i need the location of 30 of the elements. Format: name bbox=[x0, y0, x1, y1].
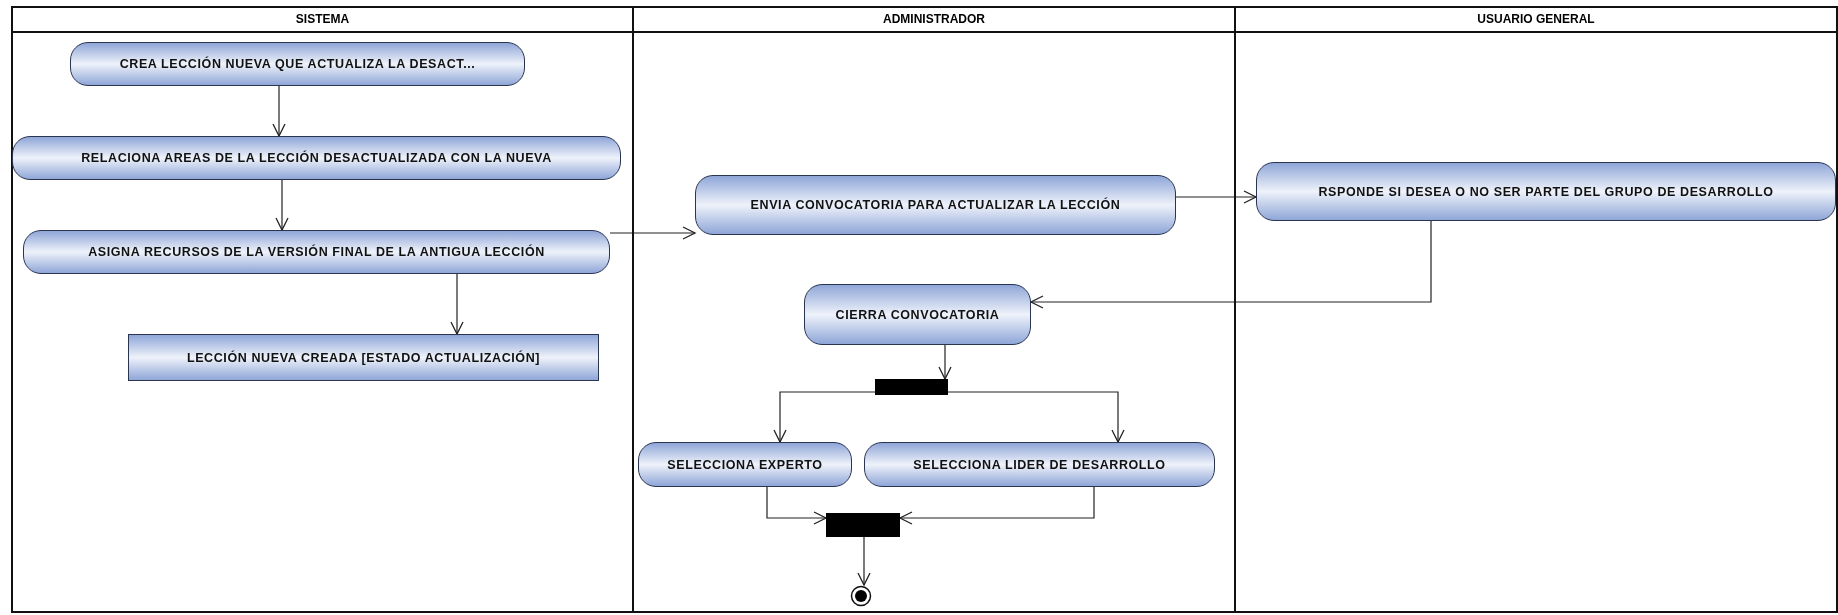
activity-node: CREA LECCIÓN NUEVA QUE ACTUALIZA LA DESACT... bbox=[70, 42, 525, 86]
object-node: LECCIÓN NUEVA CREADA [ESTADO ACTUALIZACIÓN] bbox=[128, 334, 599, 381]
arrow bbox=[1175, 190, 1257, 204]
arrow bbox=[450, 273, 464, 335]
activity-node: ASIGNA RECURSOS DE LA VERSIÓN FINAL DE LA ANTIGUA LECCIÓN bbox=[23, 230, 610, 274]
lane-header: SISTEMA bbox=[13, 8, 632, 33]
activity-node: SELECCIONA LIDER DE DESARROLLO bbox=[864, 442, 1215, 487]
final-node bbox=[850, 585, 872, 607]
arrow bbox=[773, 391, 876, 443]
arrow bbox=[275, 179, 289, 231]
activity-node: ENVIA CONVOCATORIA PARA ACTUALIZAR LA LECCIÓN bbox=[695, 175, 1176, 235]
arrow bbox=[947, 391, 1125, 443]
synchronization-bar bbox=[826, 513, 900, 537]
swimlane bbox=[11, 6, 634, 613]
activity-node: SELECCIONA EXPERTO bbox=[638, 442, 852, 487]
arrow bbox=[857, 536, 871, 586]
activity-node: RELACIONA AREAS DE LA LECCIÓN DESACTUALIZADA CON LA NUEVA bbox=[12, 136, 621, 180]
arrow bbox=[899, 486, 1095, 525]
swimlane bbox=[1234, 6, 1838, 613]
arrow bbox=[272, 85, 286, 137]
swimlane bbox=[632, 6, 1236, 613]
activity-node: RSPONDE SI DESEA O NO SER PARTE DEL GRUPO DE DESARROLLO bbox=[1256, 162, 1836, 221]
lane-header: USUARIO GENERAL bbox=[1236, 8, 1836, 33]
activity-node: CIERRA CONVOCATORIA bbox=[804, 284, 1031, 345]
arrow bbox=[938, 344, 952, 380]
lane-header: ADMINISTRADOR bbox=[634, 8, 1234, 33]
arrow bbox=[1030, 220, 1432, 309]
arrow bbox=[766, 486, 827, 525]
synchronization-bar bbox=[875, 379, 948, 395]
arrow bbox=[609, 226, 696, 240]
